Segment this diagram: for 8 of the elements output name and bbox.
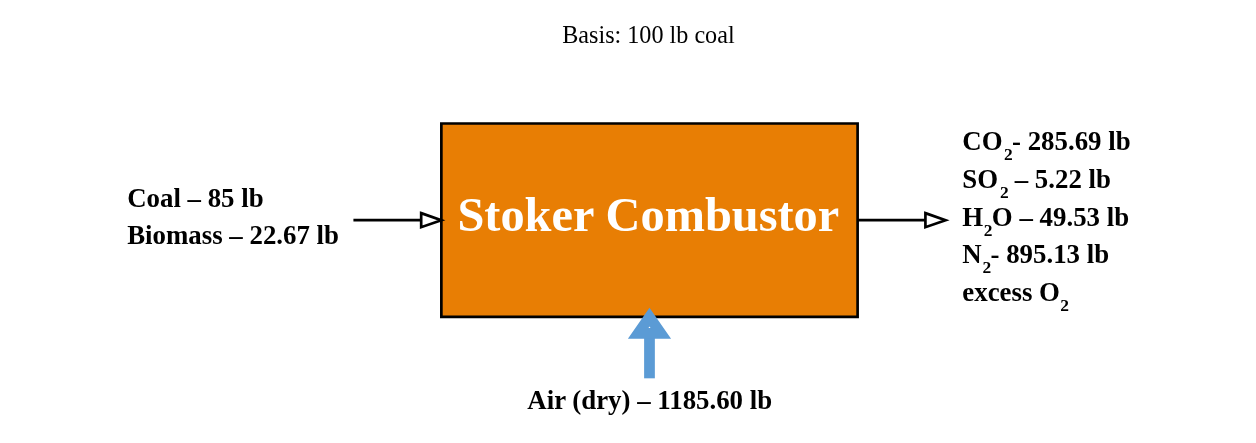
node-text: Coal – 85 lb Biomass – 22.67 lb [127, 182, 339, 251]
arrow [353, 211, 446, 230]
arrow [858, 211, 950, 230]
node-text: Air (dry) – 1185.60 lb [527, 385, 773, 416]
node-text: CO$_{2}$- 285.69 lb SO$_{2}$ – 5.22 lb H$_{2}$O – 49.53 lb N$_{2}$- 895.13 lb excess O$_{2}$ [962, 126, 1131, 315]
arrow [627, 307, 672, 379]
node-box: Stoker Combustor [440, 122, 859, 319]
label: Basis: 100 lb coal [562, 21, 735, 49]
